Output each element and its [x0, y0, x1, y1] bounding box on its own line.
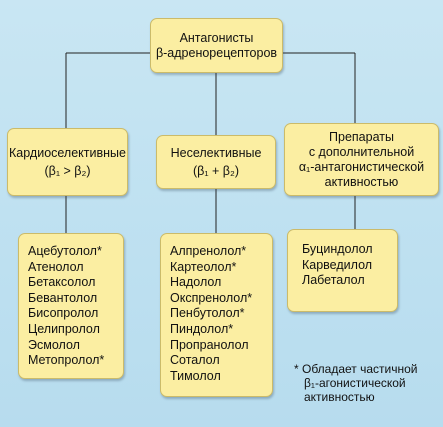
drug-item: Ацебутолол* — [28, 244, 102, 258]
footnote: * Обладает частичной β₁-агонистической а… — [294, 362, 439, 404]
drug-item: Тимолол — [170, 368, 221, 383]
drug-item: Бисопролол — [28, 306, 99, 321]
drug-item: Пиндолол* — [170, 321, 234, 336]
drug-item: Надолол — [170, 275, 222, 290]
drug-item: Лабеталол — [302, 273, 365, 288]
category-title: Кардиоселективные — [9, 145, 126, 160]
drug-item: Метопролол* — [28, 353, 105, 368]
category-title-line2: с дополнительной — [308, 144, 415, 159]
category-title-line3: α₁-антагонистической — [298, 159, 425, 174]
drug-item: Окспренолол* — [170, 290, 253, 305]
drug-item: Карведилол — [302, 257, 373, 272]
category-formula: (β₁ + β₂) — [192, 163, 240, 178]
drug-item: Пенбутолол* — [170, 306, 245, 321]
drug-item: Картеолол* — [170, 259, 237, 274]
category-formula: (β₁ > β₂) — [44, 163, 91, 178]
drug-item: Соталол — [170, 353, 220, 368]
category-title-line4: активностью — [324, 174, 399, 189]
drug-list-cardioselective: Ацебутолол* Атенолол Бетаксолол Бевантол… — [18, 233, 124, 379]
drug-item: Бевантолол — [28, 290, 98, 305]
category-title-line1: Препараты — [329, 129, 394, 144]
footnote-line3: активностью — [304, 390, 375, 404]
drug-item: Алпренолол* — [170, 244, 247, 258]
drug-list-nonselective: Алпренолол* Картеолол* Надолол Окспренол… — [160, 233, 273, 397]
category-title: Неселективные — [170, 145, 262, 160]
category-nonselective: Неселективные (β₁ + β₂) — [156, 135, 276, 189]
drug-item: Бетаксолол — [28, 275, 96, 290]
category-cardioselective: Кардиоселективные (β₁ > β₂) — [7, 128, 128, 196]
category-alpha1-antagonist: Препараты с дополнительной α₁-антагонист… — [284, 123, 439, 196]
drug-item: Пропранолол — [170, 337, 249, 352]
drug-item: Целипролол — [28, 321, 100, 336]
drug-item: Эсмолол — [28, 337, 80, 352]
footnote-line2: β₁-агонистической — [304, 376, 406, 390]
drug-list-alpha1-antagonist: Буциндолол Карведилол Лабеталол — [287, 229, 398, 312]
footnote-line1: * Обладает частичной — [294, 362, 418, 376]
root-title-line1: Антагонисты — [179, 30, 254, 45]
drug-item: Атенолол — [28, 259, 84, 274]
root-box: Антагонисты β-адренорецепторов — [150, 18, 283, 73]
drug-item: Буциндолол — [302, 242, 373, 256]
root-title-line2: β-адренорецепторов — [155, 45, 278, 60]
